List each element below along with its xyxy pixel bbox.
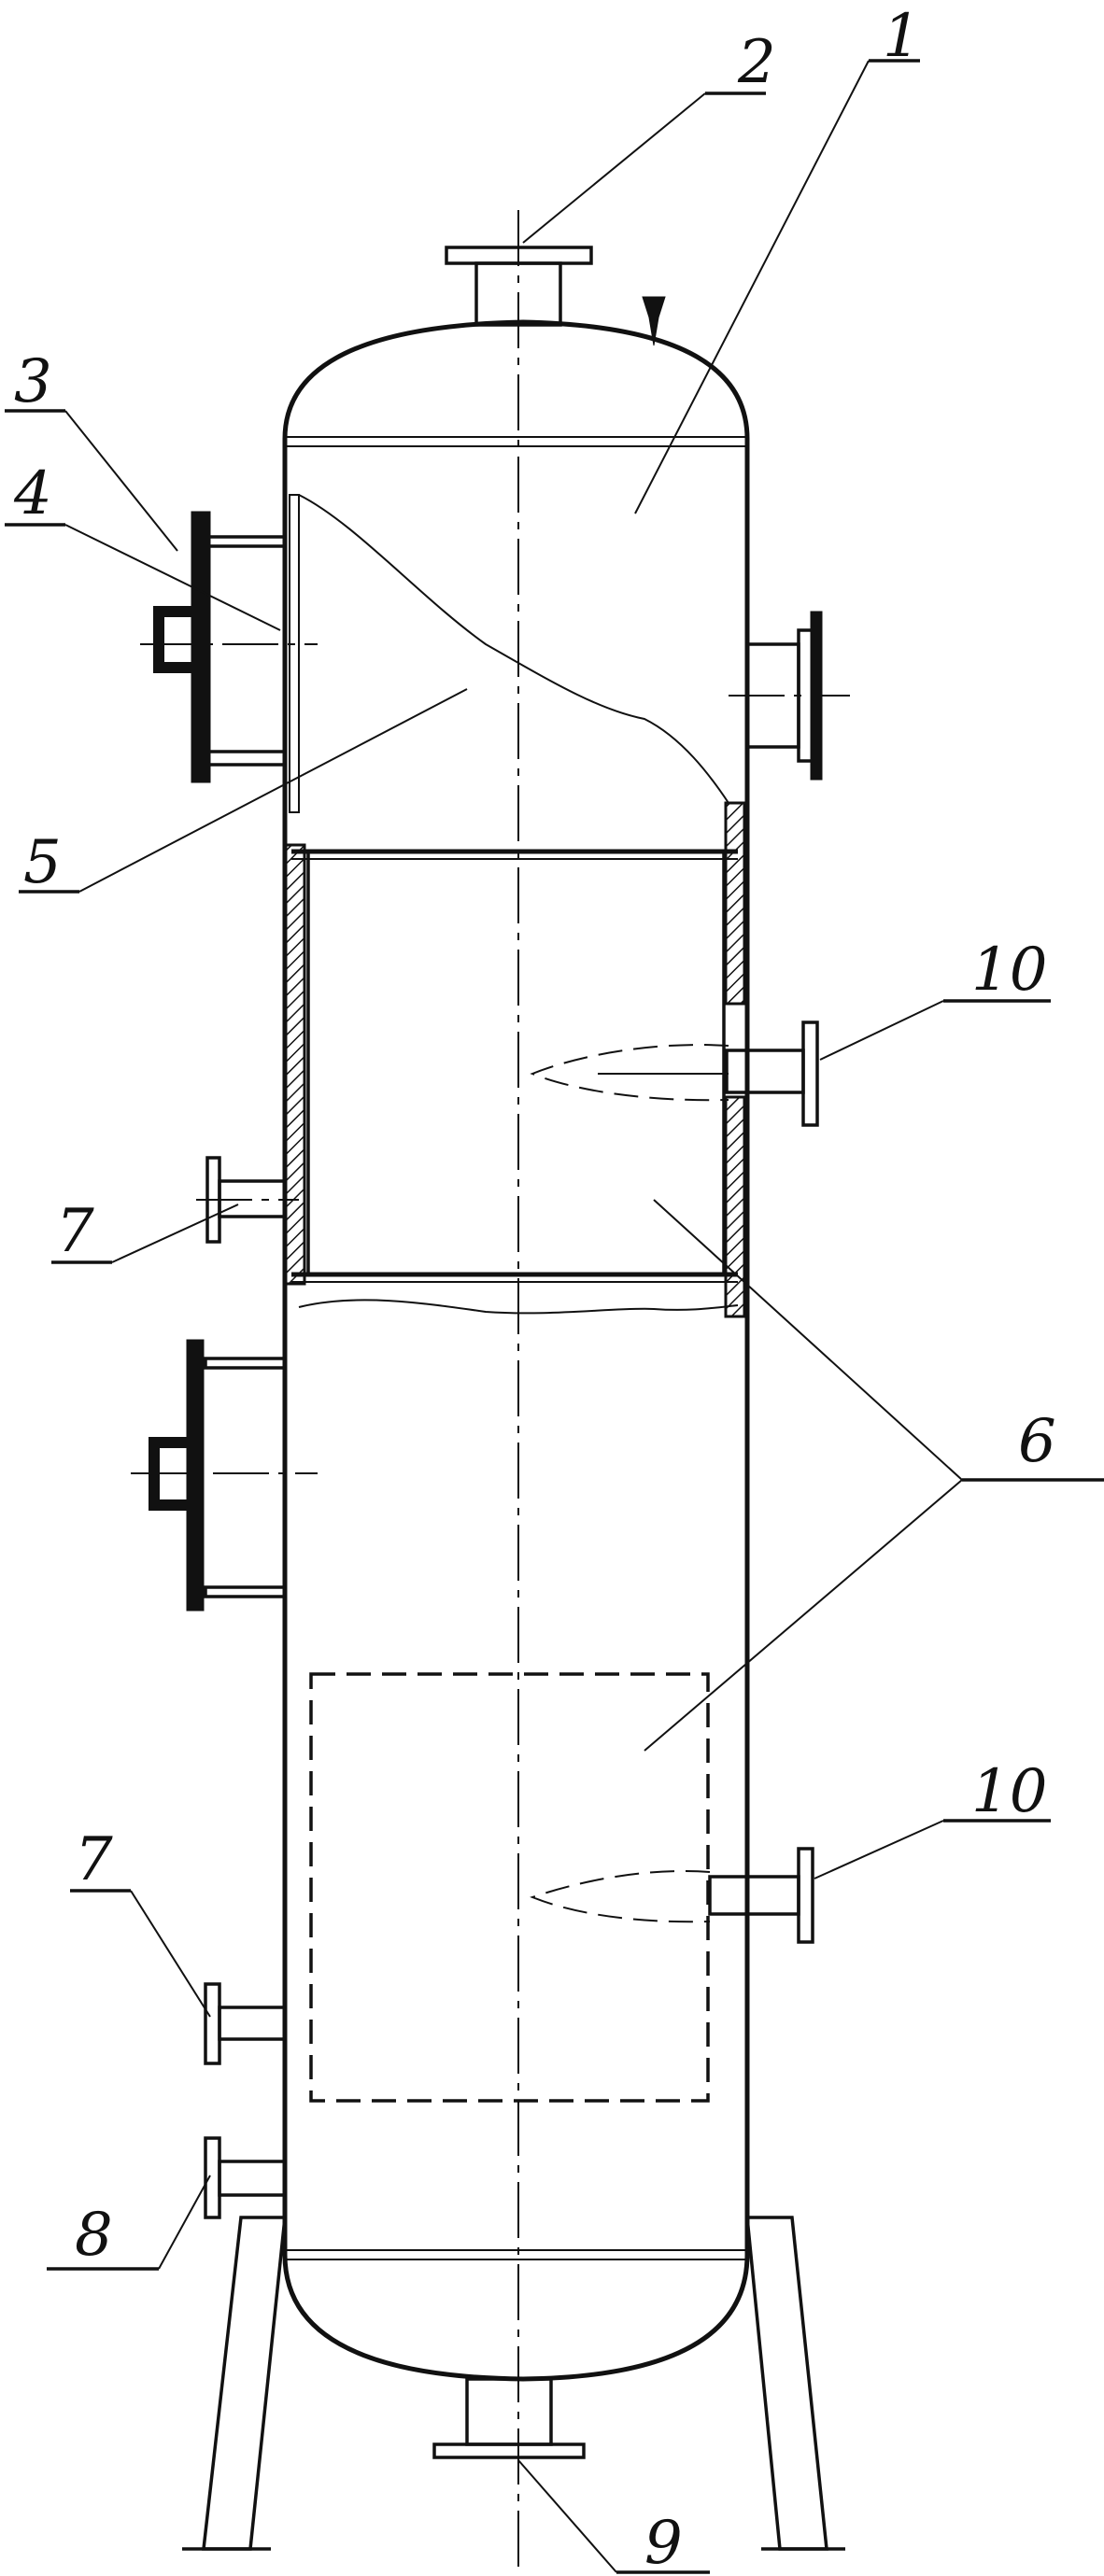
leader-9 xyxy=(517,2459,617,2573)
callout-labels: 1 2 3 4 5 6 7 7 8 9 10 10 xyxy=(13,2,1056,2576)
top-nozzle-flange xyxy=(445,246,593,265)
nozzle-10-lower-flange xyxy=(797,1847,814,1944)
right-upper-nozzle xyxy=(729,611,850,781)
nozzle-7-upper xyxy=(196,1156,299,1244)
manway-lower xyxy=(131,1339,318,1612)
spray-nozzle-10-upper xyxy=(530,1021,819,1127)
bottom-nozzle-flange xyxy=(432,2442,586,2459)
callout-10-lower: 10 xyxy=(971,1757,1047,1826)
nozzle-7-lower-pipe xyxy=(218,2006,287,2041)
cutaway-upper xyxy=(298,494,729,804)
callout-3: 3 xyxy=(14,347,52,416)
nozzle-10-upper-flange xyxy=(801,1021,819,1127)
leader-lines xyxy=(5,59,1104,2574)
leader-6b xyxy=(644,1479,963,1752)
manway-upper-neck-bottom xyxy=(204,750,287,767)
manway-upper-pad xyxy=(289,494,300,813)
callout-9: 9 xyxy=(644,2509,683,2576)
manway-lower-neck-bottom xyxy=(204,1585,287,1598)
manway-upper-handle xyxy=(153,606,191,673)
vessel-body xyxy=(282,319,750,2382)
leader-10b xyxy=(814,1820,944,1879)
callout-5: 5 xyxy=(23,828,62,897)
callout-7-upper: 7 xyxy=(56,1197,94,1266)
upper-packing-section xyxy=(284,801,746,1318)
nozzle-7-lower xyxy=(204,1982,287,2065)
callout-2: 2 xyxy=(737,28,776,97)
callout-6: 6 xyxy=(1018,1407,1056,1476)
nozzle-10-lower-spray-cone xyxy=(530,1870,711,1923)
top-head xyxy=(282,319,750,440)
hatched-wall-right-lower xyxy=(724,1095,746,1318)
nozzle-8-flange xyxy=(204,2136,221,2219)
callout-4: 4 xyxy=(13,459,52,528)
nozzle-10-lower-pipe xyxy=(708,1875,800,1916)
bottom-head xyxy=(282,2254,750,2382)
nozzle-10-upper-pipe xyxy=(725,1049,805,1094)
lower-packing-section xyxy=(309,1672,710,2103)
leader-7b xyxy=(130,1890,211,2018)
manway-upper-cover xyxy=(191,511,211,783)
leader-6a xyxy=(653,1199,963,1481)
leader-3 xyxy=(64,410,178,552)
manway-lower-neck-top xyxy=(204,1357,287,1370)
nozzle-10-upper-spray-cone xyxy=(530,1044,729,1102)
nozzle-7-lower-flange xyxy=(204,1982,221,2065)
support-legs xyxy=(182,2216,845,2551)
leader-2 xyxy=(522,92,706,244)
leader-8 xyxy=(158,2175,211,2270)
support-leg-left xyxy=(202,2216,287,2551)
leader-10a xyxy=(819,1000,944,1061)
hatched-wall-left xyxy=(284,843,306,1286)
callout-10-upper: 10 xyxy=(971,936,1047,1005)
nozzle-8 xyxy=(204,2136,287,2219)
callout-8: 8 xyxy=(75,2201,113,2270)
callout-7-lower: 7 xyxy=(75,1825,113,1894)
leader-4 xyxy=(64,524,281,631)
manway-lower-cover xyxy=(186,1339,205,1612)
top-nozzle xyxy=(445,246,593,327)
leader-1 xyxy=(634,60,870,514)
callout-1: 1 xyxy=(883,2,921,71)
bottom-nozzle-pipe xyxy=(465,2377,553,2446)
lower-section-outline xyxy=(309,1672,710,2103)
hatched-wall-right-upper xyxy=(724,801,746,1006)
cutaway-lower xyxy=(298,1299,739,1315)
manway-upper-neck-top xyxy=(204,535,287,548)
manway-upper xyxy=(140,494,318,813)
spray-nozzle-10-lower xyxy=(530,1847,814,1944)
bottom-nozzle xyxy=(432,2377,586,2459)
top-vent xyxy=(642,296,666,346)
leader-7a xyxy=(111,1204,239,1263)
nozzle-8-pipe xyxy=(218,2160,287,2197)
support-leg-right xyxy=(745,2216,828,2551)
leader-5 xyxy=(78,688,468,893)
